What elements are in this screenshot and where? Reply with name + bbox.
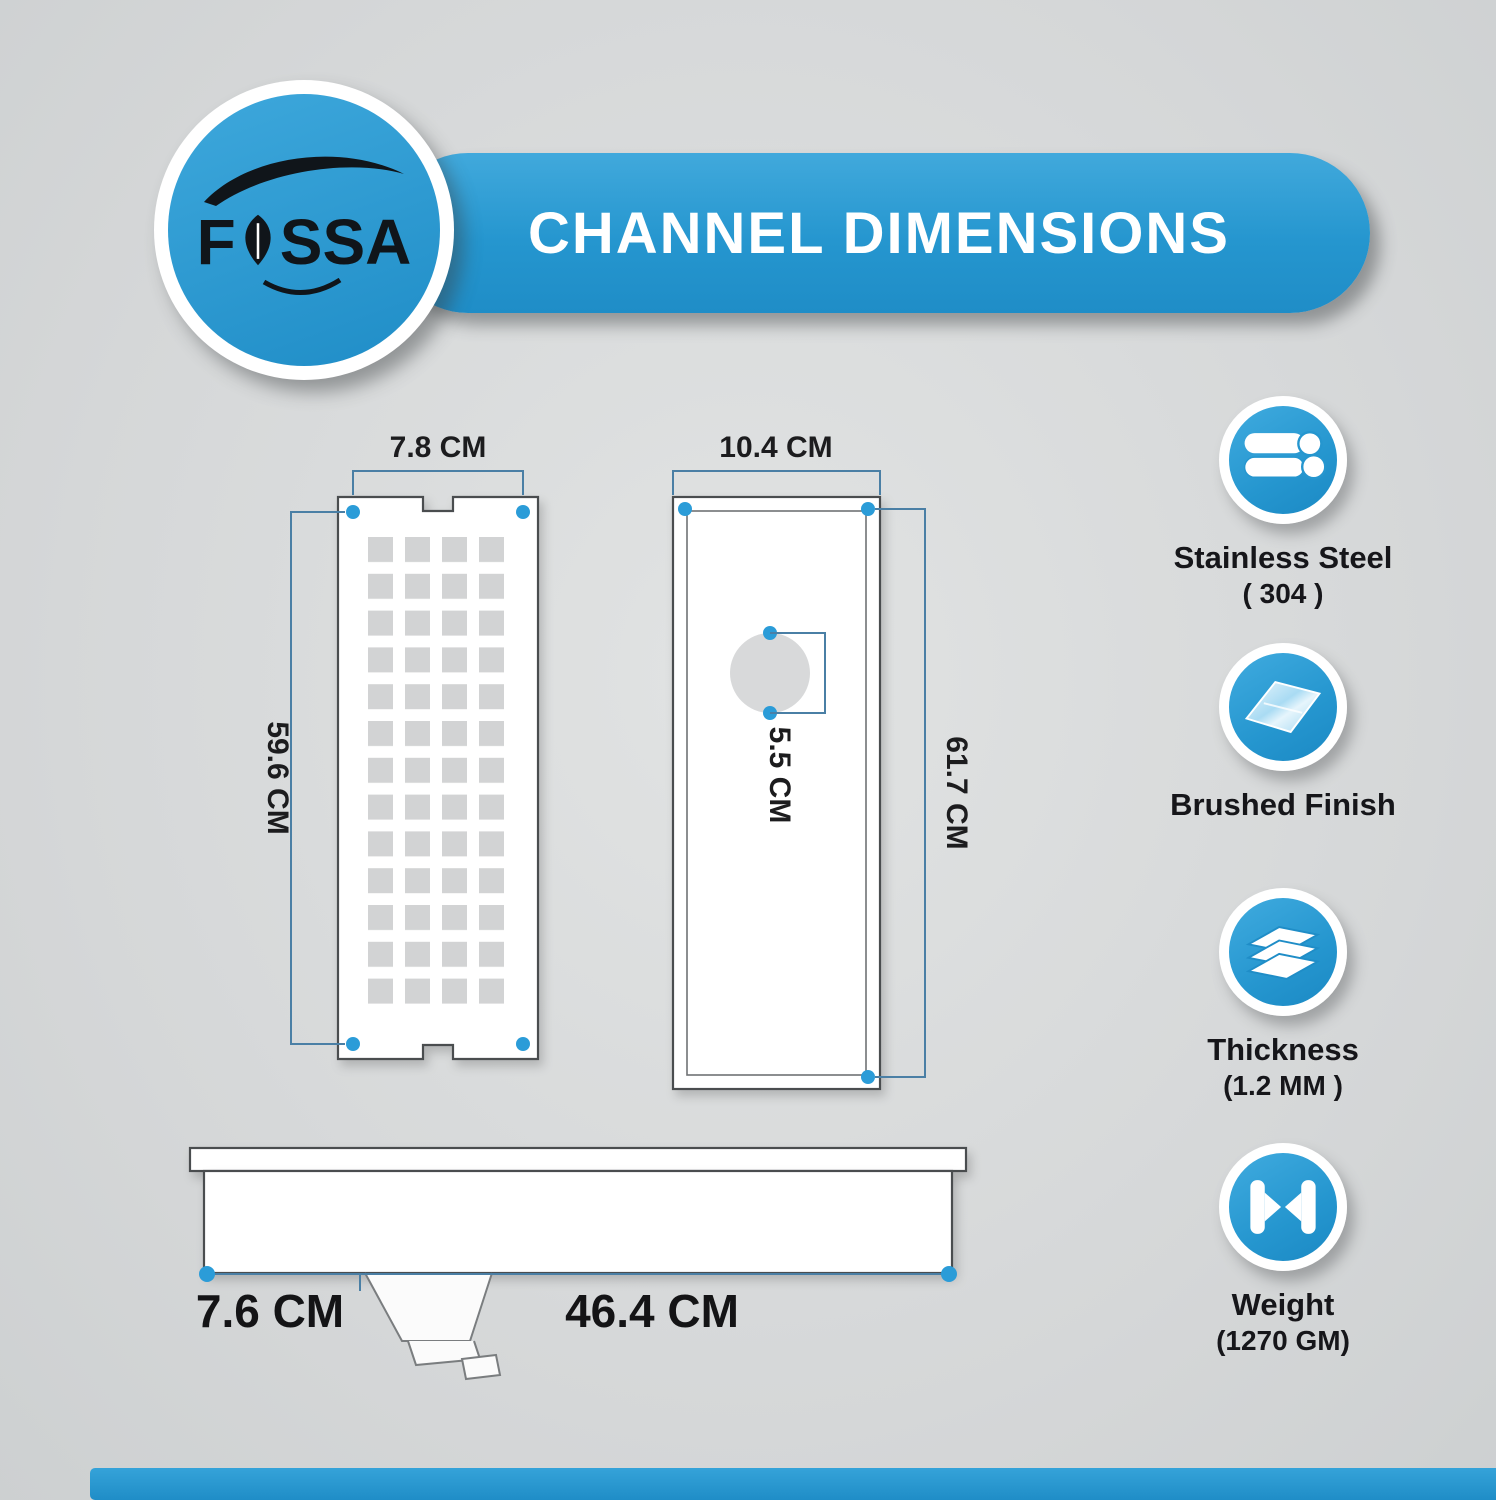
brand-logo-circle: F SSA: [168, 94, 440, 366]
corner-dot: [346, 1037, 360, 1051]
drain-hole: [730, 633, 810, 713]
page-title: CHANNEL DIMENSIONS: [528, 200, 1230, 266]
dumbbell-icon: [1250, 1180, 1316, 1234]
frame-width-dimension: 10.4 CM: [719, 431, 832, 464]
corner-dot: [516, 505, 530, 519]
grate-width-dimension: 7.8 CM: [390, 431, 487, 464]
feature-stainless-steel: Stainless Steel ( 304 ): [1093, 396, 1473, 610]
frame-height-dimension: 61.7 CM: [940, 736, 973, 849]
header-banner: CHANNEL DIMENSIONS: [388, 153, 1370, 313]
grate-width-dim-line: [352, 470, 524, 495]
leaf-underline-arc: [262, 278, 342, 295]
drain-hole-dimension: 5.5 CM: [763, 727, 796, 824]
corner-dot: [861, 1070, 875, 1084]
dim-end-dot: [199, 1266, 215, 1282]
feature-thickness: Thickness (1.2 MM ): [1093, 888, 1473, 1102]
layers-icon: [1245, 926, 1321, 980]
brand-wordmark-left: F: [196, 206, 236, 278]
feature-icon-circle: [1219, 643, 1347, 771]
brand-wordmark-right: SSA: [279, 206, 412, 278]
frame-width-dim-line: [672, 470, 881, 495]
feature-title: Brushed Finish: [1170, 787, 1396, 822]
hole-dim-line: [770, 632, 826, 714]
pipes-icon: [1243, 430, 1327, 480]
side-view-left-dimension: 7.6 CM: [196, 1285, 344, 1337]
drain-trap-outline: [364, 1272, 493, 1342]
feature-brushed-finish: Brushed Finish: [1093, 643, 1473, 825]
grate-top-view-drawing: 7.8 CM 59.6 CM: [261, 431, 540, 1061]
feature-icon-circle: [1219, 1143, 1347, 1271]
frame-outer-outline: [671, 495, 882, 1091]
channel-lip-outline: [188, 1146, 968, 1173]
frame-inner-outline: [686, 510, 867, 1076]
frame-height-dim-line: [875, 508, 926, 1078]
swoosh-icon: [204, 156, 404, 206]
brushed-sheet-icon: [1244, 680, 1322, 734]
corner-dot: [346, 505, 360, 519]
feature-subtitle: ( 304 ): [1242, 578, 1324, 609]
grate-height-dim-line: [290, 511, 345, 1045]
feature-subtitle: (1270 GM): [1216, 1325, 1350, 1356]
brand-wordmark: F SSA: [168, 210, 440, 274]
feature-subtitle: (1.2 MM ): [1223, 1070, 1343, 1101]
side-view-right-dimension: 46.4 CM: [565, 1285, 739, 1337]
grate-height-dimension: 59.6 CM: [261, 721, 294, 834]
corner-dot: [678, 502, 692, 516]
brand-logo: F SSA: [154, 80, 454, 380]
drain-trap-cap: [460, 1353, 502, 1381]
feature-title: Thickness: [1207, 1032, 1359, 1067]
feature-icon-circle: [1219, 396, 1347, 524]
feature-icon-circle: [1219, 888, 1347, 1016]
leaf-icon: [245, 214, 271, 266]
dim-end-dot: [941, 1266, 957, 1282]
grate-perforation-grid: [368, 537, 507, 1015]
feature-title: Weight: [1231, 1287, 1335, 1322]
feature-weight: Weight (1270 GM): [1093, 1143, 1473, 1357]
feature-title: Stainless Steel: [1173, 540, 1393, 575]
bottom-accent-bar: [90, 1468, 1496, 1500]
channel-body-outline: [202, 1169, 954, 1275]
corner-dot: [861, 502, 875, 516]
channel-frame-drawing: 5.5 CM 10.4 CM 61.7 CM: [671, 431, 973, 1091]
channel-side-view-drawing: 7.6 CM 46.4 CM: [188, 1146, 968, 1381]
corner-dot: [516, 1037, 530, 1051]
